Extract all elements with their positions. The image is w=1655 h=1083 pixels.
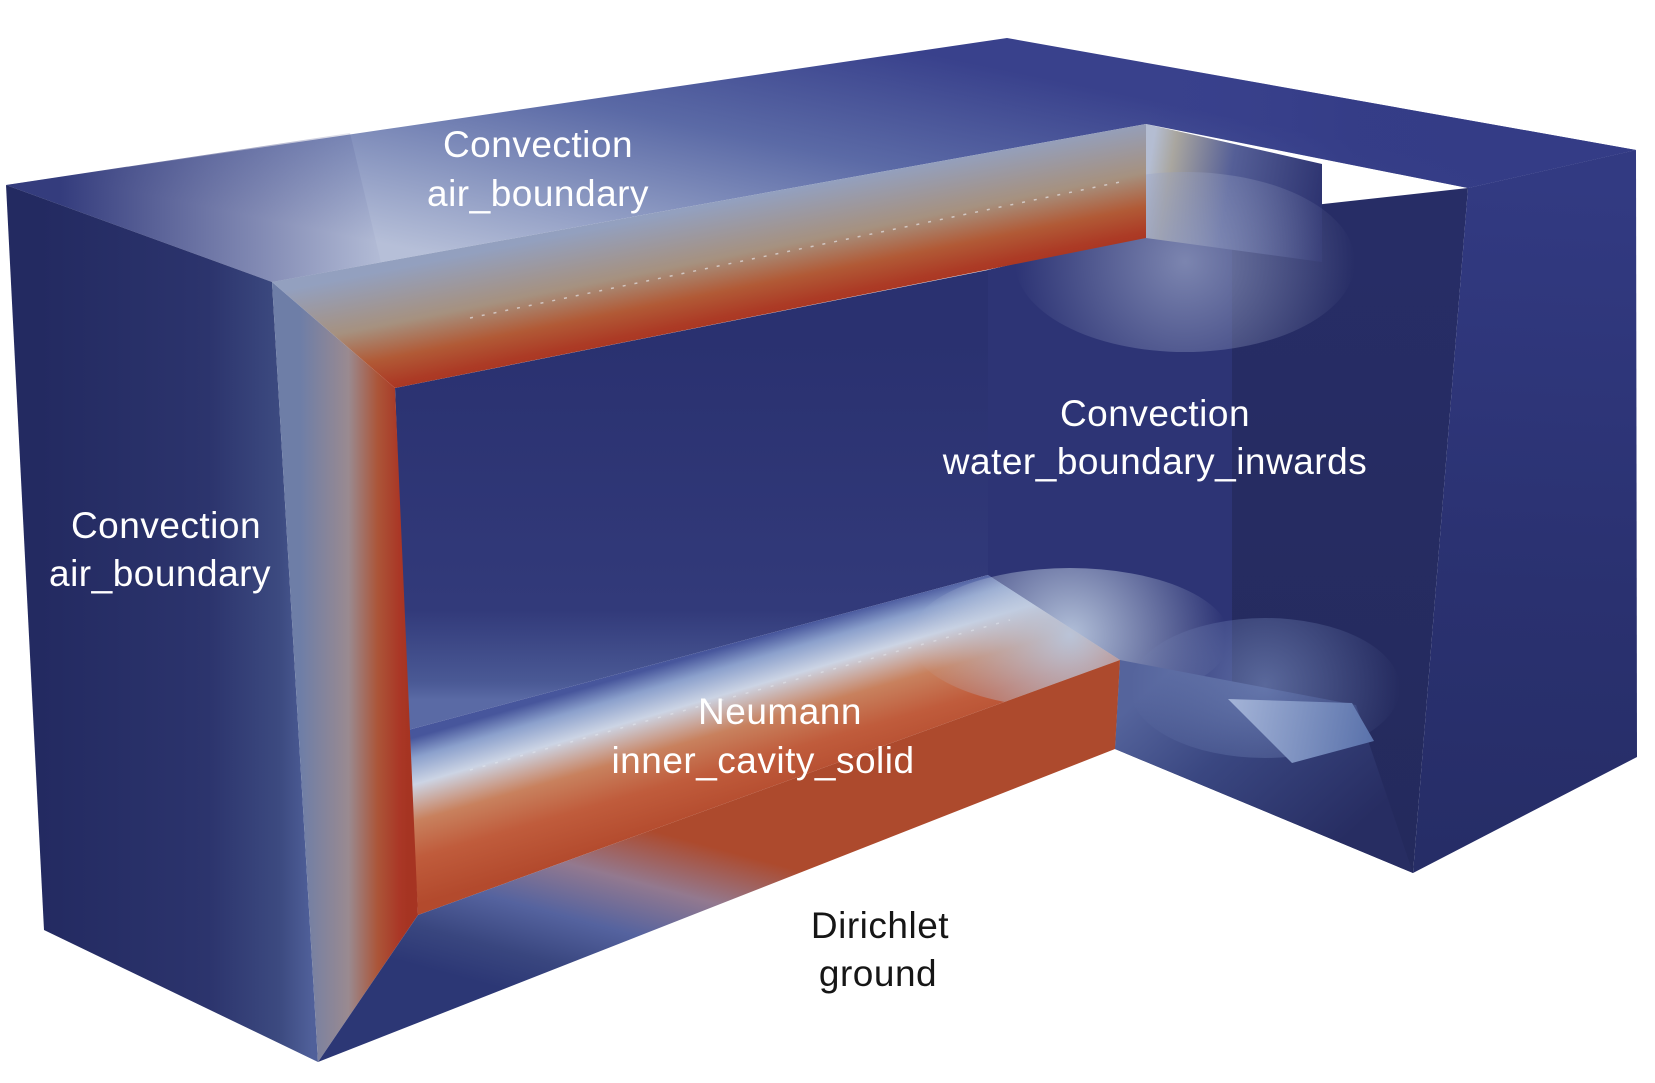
annotation-water-boundary-right: Convection water_boundary_inwards bbox=[942, 393, 1367, 482]
annotation-line: air_boundary bbox=[49, 553, 271, 594]
annotation-line: Convection bbox=[443, 124, 633, 165]
annotation-line: Neumann bbox=[698, 691, 862, 732]
cut-section-left-band bbox=[272, 282, 418, 1062]
annotation-line: Dirichlet bbox=[811, 905, 949, 946]
annotation-air-boundary-left: Convection air_boundary bbox=[49, 505, 271, 594]
annotation-air-boundary-top: Convection air_boundary bbox=[427, 124, 649, 214]
annotation-ground: Dirichlet ground bbox=[811, 905, 949, 994]
top-face-right-shade bbox=[1007, 38, 1636, 188]
annotation-line: ground bbox=[819, 953, 937, 994]
cavity-back-wall bbox=[395, 270, 988, 730]
contour-line-floor bbox=[469, 619, 1011, 771]
annotation-line: air_boundary bbox=[427, 173, 649, 214]
groove-shelf bbox=[1228, 699, 1374, 763]
annotation-inner-cavity: Neumann inner_cavity_solid bbox=[611, 691, 914, 781]
annotation-line: Convection bbox=[1060, 393, 1250, 434]
outer-left-face bbox=[6, 185, 318, 1062]
cut-section-top-band bbox=[272, 124, 1146, 388]
annotation-line: inner_cavity_solid bbox=[611, 740, 914, 781]
outer-right-face bbox=[1413, 150, 1637, 873]
cut-section-bottom-band bbox=[318, 660, 1120, 1062]
top-face-left-shade bbox=[6, 133, 390, 300]
annotation-line: Convection bbox=[71, 505, 261, 546]
contour-line-top bbox=[469, 181, 1121, 319]
annotation-line: water_boundary_inwards bbox=[942, 441, 1367, 482]
